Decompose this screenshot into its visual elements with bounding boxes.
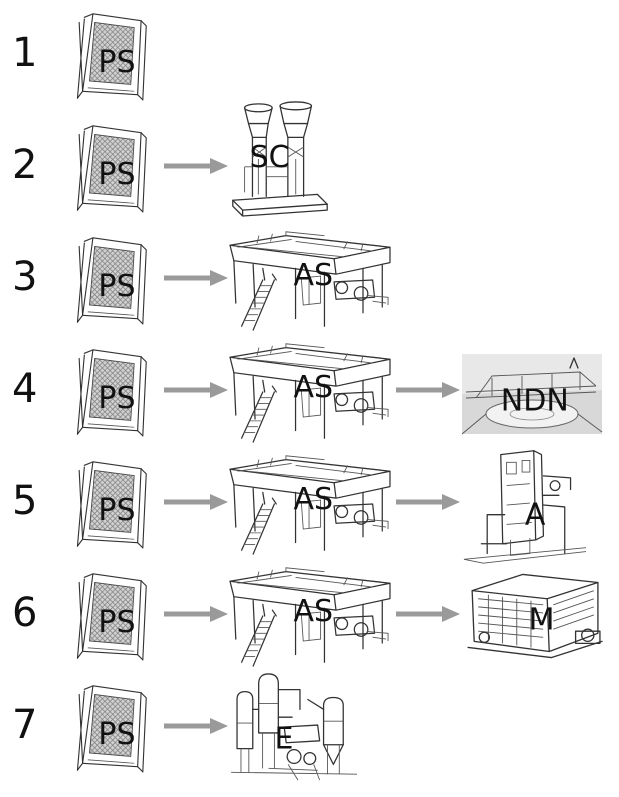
flow-arrow-icon <box>164 606 228 622</box>
stage-a: A <box>463 450 587 564</box>
stage-label: PS <box>98 381 135 416</box>
row-number: 1 <box>12 30 37 76</box>
stage-ps: PS <box>76 461 147 549</box>
stage-label: SC <box>250 140 290 175</box>
stage-as: AS <box>229 231 391 331</box>
flow-arrow-icon <box>164 158 228 174</box>
stage-label: PS <box>98 157 135 192</box>
stage-label: AS <box>293 258 333 293</box>
stage-as: AS <box>229 455 391 555</box>
row-number: 7 <box>12 702 37 748</box>
stage-label: NDN <box>501 383 569 418</box>
flow-arrow-icon <box>396 494 460 510</box>
flow-arrow-icon <box>396 606 460 622</box>
row-number: 5 <box>12 478 37 524</box>
stage-sc: SC <box>232 101 328 217</box>
flow-arrow-icon <box>164 382 228 398</box>
stage-label: PS <box>98 605 135 640</box>
flow-arrow-icon <box>164 494 228 510</box>
treatment-row-2: 2 PS SC <box>12 101 328 217</box>
stage-as: AS <box>229 343 391 443</box>
stage-m: M <box>467 573 603 659</box>
flow-arrow-icon <box>396 382 460 398</box>
treatment-row-5: 5 PS AS A <box>12 450 587 564</box>
treatment-row-1: 1 PS <box>12 13 147 101</box>
stage-label: AS <box>293 482 333 517</box>
flow-arrow-icon <box>164 718 228 734</box>
stage-label: PS <box>98 269 135 304</box>
evaporator-plant-icon <box>230 673 358 781</box>
stage-ps: PS <box>76 685 147 773</box>
row-number: 4 <box>12 366 37 412</box>
stage-label: E <box>275 721 294 756</box>
stage-label: PS <box>98 493 135 528</box>
stage-label: PS <box>98 717 135 752</box>
stage-label: M <box>529 603 555 638</box>
row-number: 2 <box>12 142 37 188</box>
row-number: 3 <box>12 254 37 300</box>
stage-label: A <box>525 497 546 532</box>
treatment-row-7: 7 PS E <box>12 673 358 781</box>
stage-label: AS <box>293 594 333 629</box>
row-number: 6 <box>12 590 37 636</box>
stage-as: AS <box>229 567 391 667</box>
stage-ps: PS <box>76 125 147 213</box>
stage-label: AS <box>293 370 333 405</box>
treatment-row-3: 3 PS AS <box>12 231 391 331</box>
stage-e: E <box>230 673 358 781</box>
treatment-row-4: 4 PS AS NDN <box>12 343 603 443</box>
stage-ps: PS <box>76 573 147 661</box>
treatment-row-6: 6 PS AS M <box>12 567 603 667</box>
stage-ps: PS <box>76 13 147 101</box>
stage-ndn: NDN <box>461 353 603 435</box>
stage-label: PS <box>98 45 135 80</box>
flow-arrow-icon <box>164 270 228 286</box>
stage-ps: PS <box>76 237 147 325</box>
stage-ps: PS <box>76 349 147 437</box>
